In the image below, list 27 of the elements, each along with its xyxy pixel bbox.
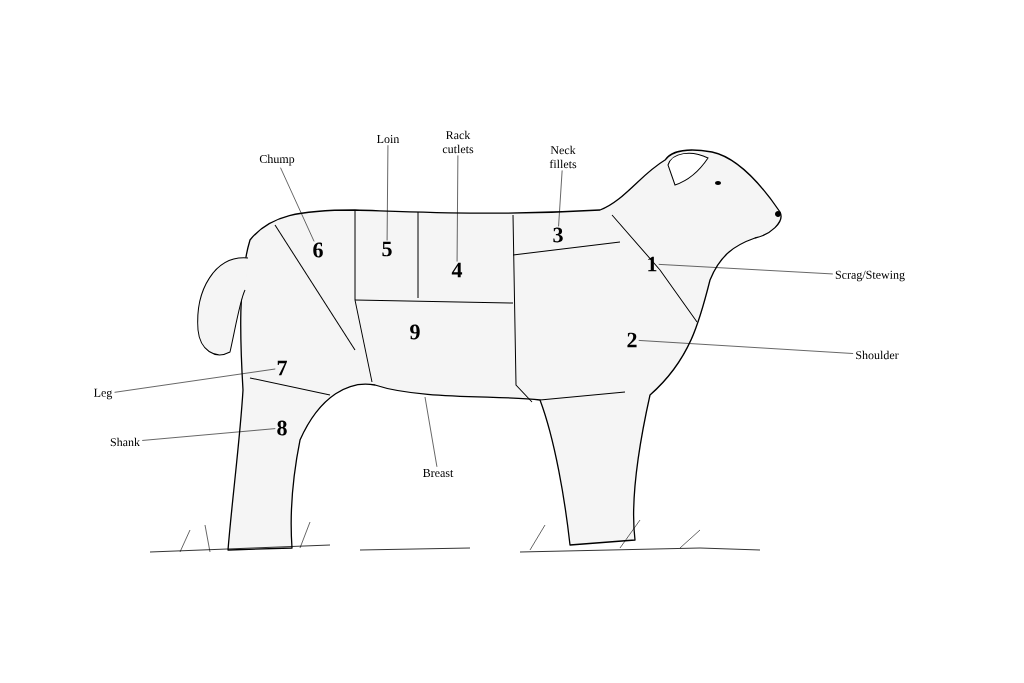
leader-line [558, 170, 563, 227]
leader-line [424, 396, 438, 468]
leader-line [658, 264, 834, 275]
leader-line [386, 144, 389, 241]
leader-line [114, 368, 276, 393]
cut-number: 1 [648, 256, 657, 272]
cut-number: 8 [277, 420, 287, 436]
leader-line [141, 428, 276, 441]
cut-label: Scrag/Stewing [835, 270, 905, 282]
cut-label: Breast [423, 469, 454, 477]
cut-number: 4 [451, 262, 463, 278]
cut-number: 6 [313, 242, 323, 258]
cut-number: 7 [277, 360, 287, 376]
cut-number: 5 [382, 241, 392, 257]
leader-line [280, 167, 315, 242]
cut-number: 3 [553, 227, 563, 243]
cut-label: Chump [259, 154, 295, 166]
cut-label: Rack cutlets [442, 130, 474, 154]
leader-line [456, 155, 459, 262]
cut-label: Neck fillets [549, 145, 577, 169]
cut-label: Loin [377, 134, 400, 144]
cut-number: 2 [627, 332, 637, 348]
leader-line [638, 340, 854, 354]
cut-label: Leg [94, 388, 113, 400]
cut-number: 9 [410, 324, 420, 340]
cut-label: Shoulder [856, 350, 899, 360]
cut-label: Shank [110, 437, 140, 447]
